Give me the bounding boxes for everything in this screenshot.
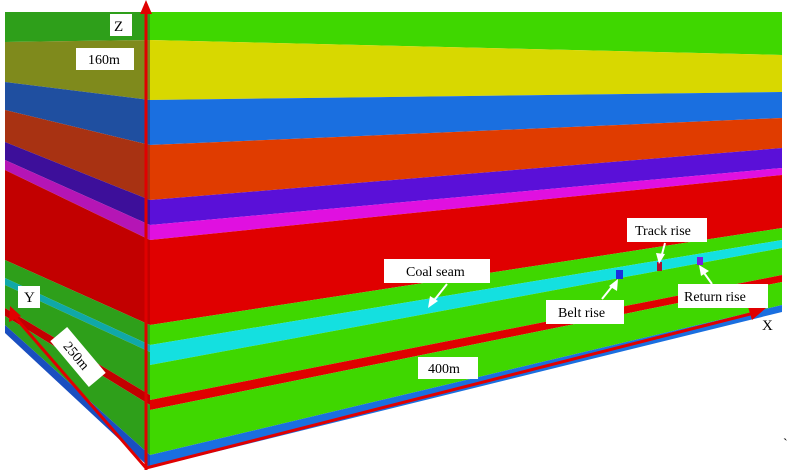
belt-rise-arrowhead: [609, 279, 618, 291]
z-axis-arrow: [140, 0, 152, 14]
track-rise-arrowhead: [656, 253, 665, 264]
return-rise-label-box: [678, 284, 768, 308]
x-axis-line: [145, 310, 759, 470]
left-layer-3: [5, 82, 150, 145]
left-layer-8: [5, 260, 150, 345]
height-label: 160m: [88, 53, 120, 68]
belt-rise-label: Belt rise: [558, 306, 605, 321]
x-axis-label: X: [762, 318, 773, 334]
return-rise-marker: [697, 257, 703, 265]
left-layer-5: [5, 142, 150, 225]
front-layer-5: [150, 148, 782, 225]
z-axis-label: Z: [114, 19, 123, 35]
front-layer-7: [150, 175, 782, 325]
y-axis-label: Y: [24, 290, 35, 306]
rise-markers: [616, 257, 703, 279]
coal-seam-arrowhead: [428, 296, 438, 308]
axis-labels: Z Y X: [18, 14, 773, 334]
left-layer-9: [5, 278, 150, 352]
left-layer-12: [5, 316, 150, 455]
front-layer-1: [150, 12, 782, 55]
left-layer-4: [5, 110, 150, 200]
front-layer-6: [150, 168, 782, 240]
belt-rise-label-box: [546, 300, 624, 324]
coal-seam-label-box: [384, 259, 490, 283]
x-axis-arrow: [748, 307, 766, 320]
track-rise-marker: [657, 262, 662, 271]
axes: [9, 0, 766, 470]
left-layer-7: [5, 170, 150, 325]
length-label-box: [418, 357, 478, 379]
front-layer-10: [150, 248, 782, 400]
y-axis-arrow: [9, 306, 21, 322]
height-label-box: [76, 48, 134, 70]
front-layer-3: [150, 92, 782, 145]
front-layer-4: [150, 118, 782, 200]
depth-label-box: [50, 326, 106, 388]
belt-rise-marker: [616, 270, 623, 279]
front-layer-8: [150, 228, 782, 345]
return-rise-label: Return rise: [684, 290, 746, 305]
return-rise-arrowhead: [699, 265, 709, 276]
z-label-box: [110, 14, 132, 36]
track-rise-label: Track rise: [635, 224, 691, 239]
track-rise-label-box: [627, 218, 707, 242]
length-label: 400m: [428, 362, 460, 377]
y-label-box: [18, 286, 40, 308]
left-layer-6: [5, 160, 150, 240]
stray-tick-mark: `: [783, 437, 788, 452]
front-layer-9: [150, 240, 782, 365]
annotations: Coal seam Track rise Belt rise Return ri…: [384, 218, 768, 324]
left-face-strata: [5, 12, 150, 468]
front-layer-2: [150, 40, 782, 100]
y-axis-line: [12, 315, 148, 469]
coal-seam-label: Coal seam: [406, 265, 465, 280]
